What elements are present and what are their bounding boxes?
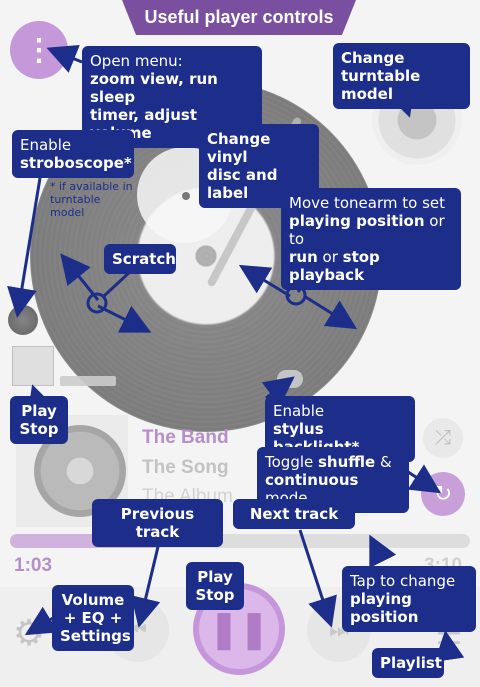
- callout-text: playing position: [289, 212, 425, 230]
- note-text: * if available in: [50, 180, 133, 193]
- more-vert-icon: ⋮: [24, 33, 54, 67]
- callout-text: Settings: [60, 627, 131, 645]
- callout-text: Tap to change: [350, 572, 456, 590]
- callout-next-track: Next track: [233, 499, 355, 529]
- callout-text: Play: [197, 568, 233, 586]
- callout-text: Previous track: [120, 505, 195, 541]
- callout-text: Stop: [19, 420, 59, 438]
- callout-text: &: [375, 453, 392, 471]
- callout-text: run: [289, 248, 318, 266]
- callout-text: stroboscope*: [20, 154, 132, 172]
- start-stop-button[interactable]: [12, 346, 54, 386]
- callout-text: Stop: [195, 586, 235, 604]
- callout-previous-track: Previous track: [92, 499, 223, 547]
- callout-text: Playlist: [380, 654, 442, 672]
- callout-text: Toggle: [265, 453, 318, 471]
- callout-text: + EQ +: [63, 609, 123, 627]
- callout-text: playing position: [350, 590, 419, 626]
- repeat-button[interactable]: ↻: [421, 472, 465, 516]
- stroboscope-knob[interactable]: [8, 305, 38, 335]
- callout-text: Enable: [273, 402, 325, 420]
- shuffle-button[interactable]: ⤮: [423, 418, 463, 458]
- callout-seek: Tap to change playing position: [342, 566, 476, 632]
- callout-stroboscope: Enable stroboscope*: [12, 130, 134, 178]
- pause-icon: ❚❚: [208, 608, 270, 649]
- track-artist: The Band: [142, 427, 229, 448]
- note-text: turntable: [50, 193, 101, 206]
- note-text: model: [50, 206, 85, 219]
- callout-text: Change: [341, 49, 405, 67]
- callout-text: Open menu:: [90, 52, 183, 70]
- callout-text: Play: [21, 402, 57, 420]
- callout-text: Change vinyl: [207, 130, 271, 166]
- callout-settings: Volume + EQ + Settings: [52, 585, 134, 651]
- spindle: [182, 192, 190, 200]
- track-title: The Song: [142, 457, 229, 478]
- callout-text: or: [317, 248, 343, 266]
- elapsed-time: 1:03: [14, 555, 53, 576]
- shuffle-icon: ⤮: [435, 426, 451, 449]
- callout-play-stop-left: Play Stop: [10, 396, 68, 444]
- page-title: Useful player controls: [122, 0, 356, 35]
- stylus-backlight-switch[interactable]: [277, 370, 303, 388]
- repeat-icon: ↻: [433, 481, 453, 506]
- callout-scratch: Scratch: [104, 244, 176, 274]
- callout-text: Next track: [249, 505, 339, 523]
- stroboscope-note: * if available in turntable model: [50, 180, 140, 219]
- callout-text: Scratch: [112, 250, 176, 268]
- callout-text: Volume: [61, 591, 125, 609]
- callout-text: or to: [289, 212, 445, 248]
- callout-text: disc and label: [207, 166, 278, 202]
- menu-button[interactable]: ⋮: [10, 21, 68, 79]
- callout-text: Enable: [20, 136, 72, 154]
- gear-icon: ⚙: [12, 612, 46, 653]
- callout-text: shuffle: [318, 453, 376, 471]
- callout-playlist: Playlist: [372, 648, 444, 678]
- callout-turntable: Change turntable model: [333, 43, 470, 109]
- callout-text: zoom view, run sleep: [90, 70, 218, 106]
- settings-button[interactable]: ⚙: [3, 607, 55, 659]
- callout-text: continuous: [265, 471, 359, 489]
- speed-indicator: [60, 376, 116, 386]
- callout-text: stop playback: [289, 248, 380, 284]
- callout-text: turntable model: [341, 67, 421, 103]
- callout-play-stop-center: Play Stop: [186, 562, 244, 610]
- callout-text: Move tonearm to set: [289, 194, 446, 212]
- callout-tonearm: Move tonearm to set playing position or …: [281, 188, 461, 290]
